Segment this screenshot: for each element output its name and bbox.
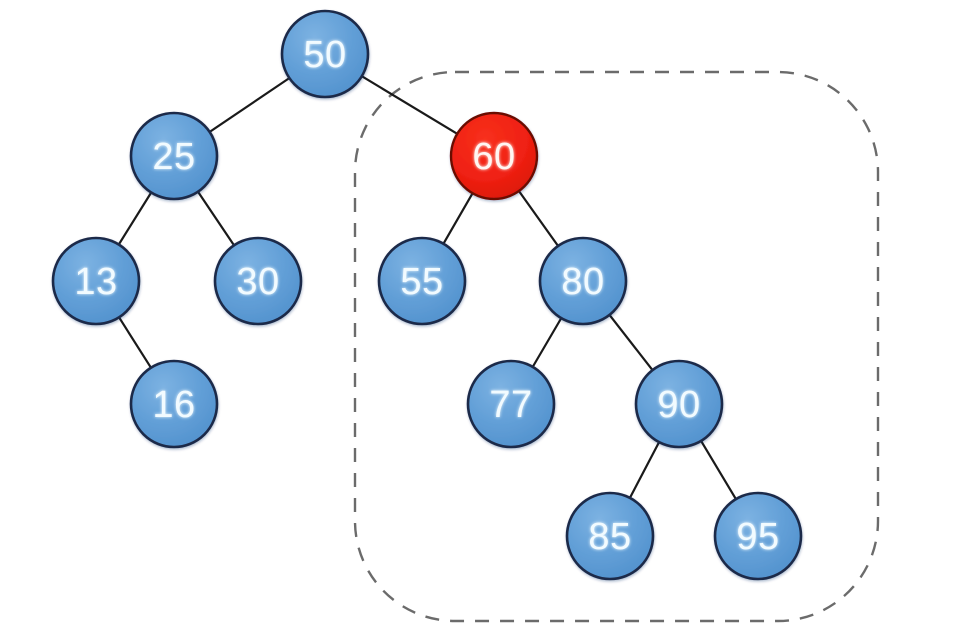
node-circle-13[interactable]	[51, 236, 141, 326]
node-circle-90[interactable]	[634, 359, 724, 449]
node-value-30: 30	[236, 261, 279, 303]
node-value-80: 80	[561, 261, 604, 303]
tree-node-77[interactable]: 77	[466, 359, 556, 449]
tree-node-25[interactable]: 25	[129, 111, 219, 201]
node-circle-60[interactable]	[449, 111, 539, 201]
tree-edge-13-16	[117, 315, 153, 370]
node-circle-80[interactable]	[538, 236, 628, 326]
tree-node-90[interactable]: 90	[634, 359, 724, 449]
node-value-16: 16	[152, 384, 195, 426]
node-value-95: 95	[736, 516, 779, 558]
tree-edge-90-95	[699, 438, 738, 502]
node-value-25: 25	[152, 136, 195, 178]
node-layer: 50 25 60 13 30 55 80 16 77 90 85 95	[51, 9, 803, 581]
node-value-13: 13	[74, 261, 117, 303]
tree-edge-25-13	[117, 190, 153, 247]
node-value-60: 60	[472, 136, 515, 178]
tree-node-16[interactable]: 16	[129, 359, 219, 449]
node-circle-30[interactable]	[213, 236, 303, 326]
tree-edge-50-25	[207, 76, 292, 134]
node-circle-95[interactable]	[713, 491, 803, 581]
tree-edge-90-85	[628, 440, 661, 500]
tree-edge-80-90	[607, 313, 655, 372]
node-value-85: 85	[588, 516, 631, 558]
node-circle-25[interactable]	[129, 111, 219, 201]
tree-edge-60-80	[517, 189, 560, 248]
tree-node-55[interactable]: 55	[377, 236, 467, 326]
node-value-50: 50	[303, 34, 346, 76]
node-value-77: 77	[489, 384, 532, 426]
node-circle-50[interactable]	[280, 9, 370, 99]
node-circle-16[interactable]	[129, 359, 219, 449]
edge-layer	[117, 74, 738, 502]
tree-edge-50-60	[359, 74, 460, 136]
tree-node-95[interactable]: 95	[713, 491, 803, 581]
node-value-55: 55	[400, 261, 443, 303]
tree-node-30[interactable]: 30	[213, 236, 303, 326]
tree-node-85[interactable]: 85	[565, 491, 655, 581]
selection-box-layer	[353, 70, 880, 623]
tree-edge-80-77	[531, 316, 563, 369]
tree-node-50[interactable]: 50	[280, 9, 370, 99]
subtree-selection-box[interactable]	[353, 70, 880, 623]
tree-node-13[interactable]: 13	[51, 236, 141, 326]
node-value-90: 90	[657, 384, 700, 426]
tree-edge-25-30	[196, 189, 236, 248]
tree-node-80[interactable]: 80	[538, 236, 628, 326]
node-circle-85[interactable]	[565, 491, 655, 581]
node-circle-55[interactable]	[377, 236, 467, 326]
tree-edge-60-55	[441, 191, 475, 246]
tree-node-60[interactable]: 60	[449, 111, 539, 201]
node-circle-77[interactable]	[466, 359, 556, 449]
